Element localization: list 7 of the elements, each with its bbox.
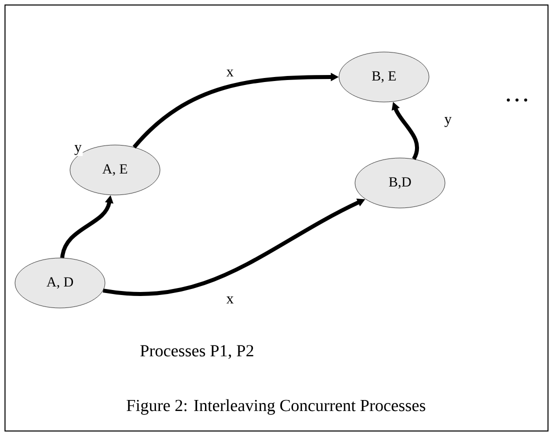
ellipsis: …	[506, 98, 528, 102]
caption: Figure 2: Interleaving Concurrent Processes	[126, 399, 426, 415]
edge-label: y	[443, 116, 453, 128]
note-text: Processes P1, P2	[140, 345, 254, 359]
edge-label: x	[225, 296, 235, 304]
edge-label: y	[73, 144, 83, 156]
edge-label: x	[225, 68, 235, 78]
